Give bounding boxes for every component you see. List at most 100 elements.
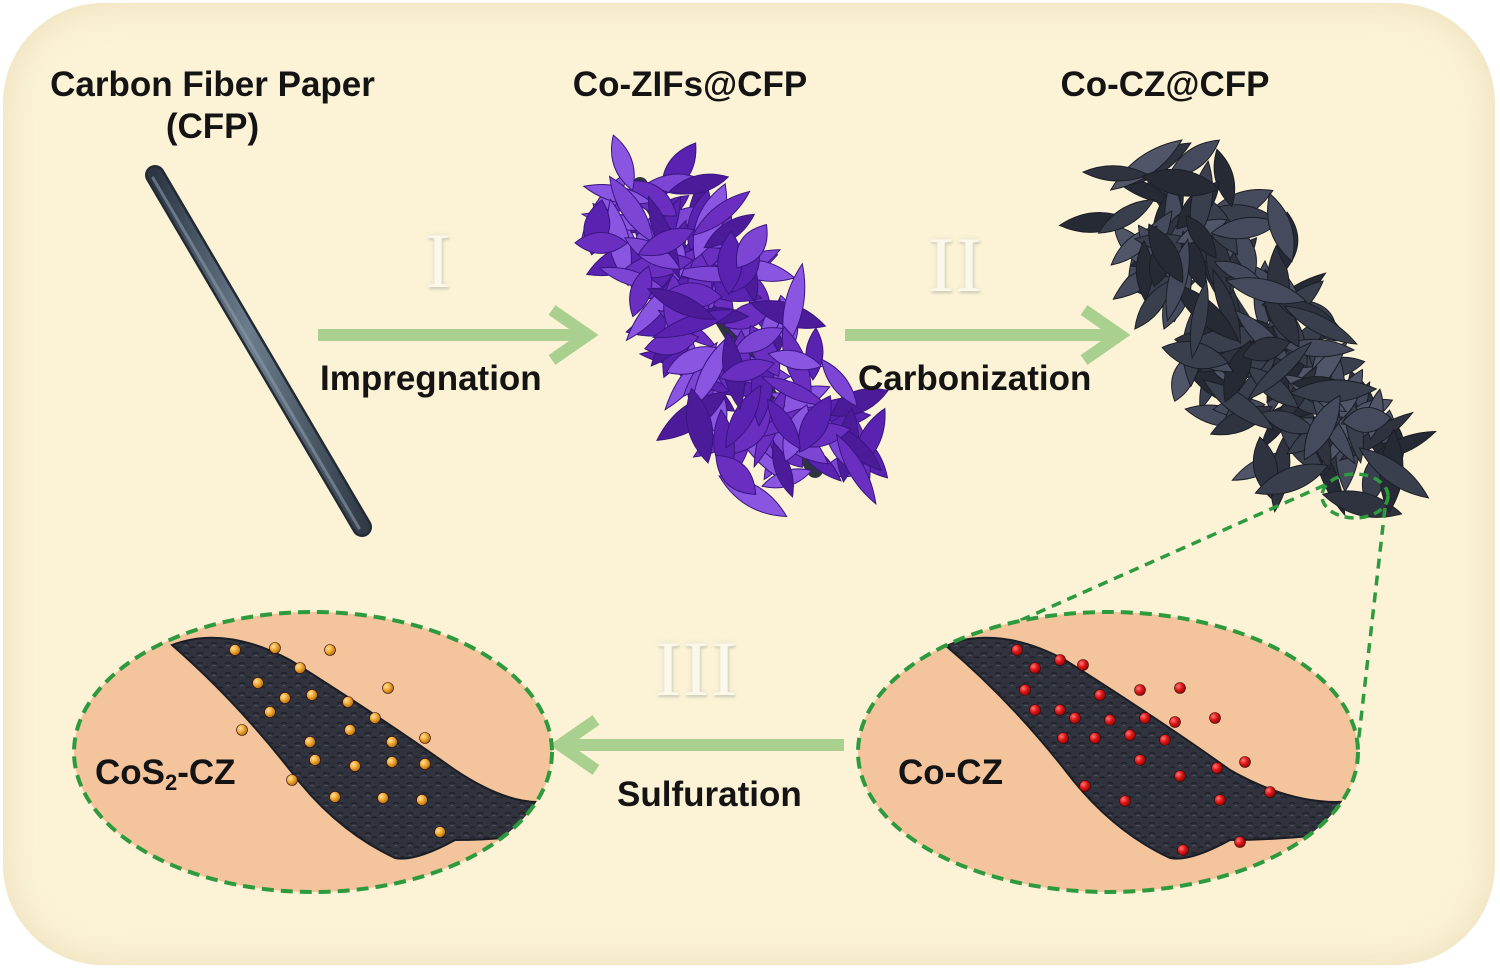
particle (416, 794, 428, 806)
cos2-label-subscript: 2 (165, 770, 178, 795)
leaf (651, 309, 737, 338)
particle (419, 732, 431, 744)
leaf (1288, 379, 1378, 403)
cobalt-particles (1011, 644, 1276, 856)
particle (1177, 844, 1189, 856)
leaf (1185, 214, 1217, 259)
co-cz-label: Co-CZ (898, 753, 1003, 792)
leaf (629, 265, 653, 318)
leaf (767, 349, 823, 371)
particle (1054, 654, 1066, 666)
carbon-fiber-rod (145, 165, 372, 537)
leaf (732, 327, 785, 354)
zoom-line-right (1356, 507, 1387, 746)
particle (294, 662, 306, 674)
particle (1079, 780, 1091, 792)
step-numeral-3: III (655, 625, 739, 712)
leaf (766, 398, 801, 450)
step-numeral-2: II (928, 221, 984, 308)
cfp-title-line2: (CFP) (165, 107, 260, 146)
particle (1057, 732, 1069, 744)
leaf (1247, 341, 1313, 401)
leaf (735, 223, 768, 269)
particle (304, 736, 316, 748)
leaf (611, 134, 635, 192)
arrow-sulfuration (549, 715, 844, 775)
particle (1134, 754, 1146, 766)
particle (324, 644, 336, 656)
particle (386, 756, 398, 768)
particle (1134, 684, 1146, 696)
particle (236, 724, 248, 736)
leaf (691, 190, 751, 236)
particle (342, 696, 354, 708)
co-cz-cfp-title: Co-CZ@CFP (1060, 65, 1270, 104)
particle (1264, 786, 1276, 798)
particle (264, 706, 276, 718)
arrow-impregnation (318, 305, 599, 365)
leaf (1267, 192, 1295, 263)
particle (1119, 795, 1131, 807)
particle (269, 642, 281, 654)
particle (286, 774, 298, 786)
particle (1104, 714, 1116, 726)
step-numeral-1: I (425, 217, 453, 304)
arrow-carbonization (845, 305, 1131, 365)
leaf (668, 173, 730, 195)
particle (306, 689, 318, 701)
leaf (835, 433, 877, 506)
leaf (1212, 268, 1241, 345)
leaf (1283, 305, 1358, 345)
particle (1169, 716, 1181, 728)
leaf (1342, 407, 1392, 433)
leaf (725, 384, 762, 449)
particle (309, 754, 321, 766)
particle (1214, 794, 1226, 806)
particle (1069, 712, 1081, 724)
particle (229, 644, 241, 656)
particle (252, 677, 264, 689)
particle (1239, 756, 1251, 768)
particle (349, 760, 361, 772)
leaf (820, 358, 858, 408)
co-zif-leaf-cluster (574, 134, 889, 518)
leaf (1241, 336, 1291, 362)
leaf (798, 395, 832, 453)
leaf (608, 175, 655, 244)
co-cz-zoom-view (856, 610, 1360, 894)
particle (1089, 732, 1101, 744)
particle (1211, 762, 1223, 774)
cos2-cz-label: CoS2-CZ (95, 752, 236, 796)
leaf (1141, 168, 1221, 197)
leaf (715, 454, 757, 495)
leaf (574, 231, 629, 254)
particle (377, 792, 389, 804)
step-label-sulfuration: Sulfuration (617, 775, 802, 814)
leaf (646, 288, 717, 320)
leaf (703, 213, 756, 249)
cos2-label-suffix: -CZ (177, 753, 236, 792)
leaf (1303, 394, 1341, 461)
leaf (686, 387, 714, 464)
leaf (1148, 223, 1184, 284)
leaf (1081, 165, 1150, 182)
leaf (1358, 447, 1430, 499)
zoom-line-left (1009, 483, 1326, 627)
leaf (718, 358, 775, 382)
leaf (1213, 148, 1236, 208)
particle (1011, 644, 1023, 656)
cos2-cz-zoom-view (72, 610, 554, 894)
cos2-label-prefix: CoS (95, 753, 165, 792)
co-zifs-cfp-title: Co-ZIFs@CFP (572, 65, 808, 104)
step-label-impregnation: Impregnation (320, 359, 542, 398)
cos2-particles (229, 642, 446, 838)
leaf (1254, 463, 1330, 495)
particle (1077, 659, 1089, 671)
leaf (1189, 279, 1209, 360)
step-label-carbonization: Carbonization (858, 359, 1092, 398)
particle (1209, 712, 1221, 724)
cfp-title: Carbon Fiber Paper (CFP) (40, 64, 385, 148)
zoom-source-ellipse (1320, 472, 1390, 520)
